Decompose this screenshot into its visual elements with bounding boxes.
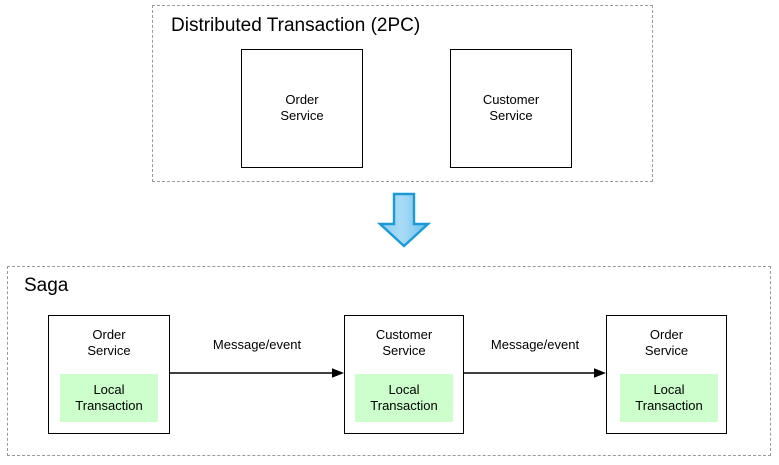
- saga-service-box-label: Order Service: [87, 327, 131, 358]
- local-transaction-badge: Local Transaction: [620, 374, 718, 422]
- local-transaction-badge: Local Transaction: [60, 374, 158, 422]
- saga-service-box-order-service-1[interactable]: Order Service Local Transaction: [48, 315, 170, 434]
- message-arrow-1: [170, 367, 344, 379]
- service-box-customer-service-2pc[interactable]: Customer Service: [450, 49, 572, 168]
- distributed-transaction-group-title: Distributed Transaction (2PC): [171, 15, 421, 36]
- local-transaction-badge: Local Transaction: [355, 374, 453, 422]
- connector-label-1: Message/event: [212, 337, 302, 352]
- message-arrow-2: [464, 367, 606, 379]
- saga-service-box-customer-service[interactable]: Customer Service Local Transaction: [344, 315, 464, 434]
- saga-service-box-label: Order Service: [644, 327, 689, 358]
- down-arrow-icon: [376, 192, 432, 248]
- saga-service-box-label: Customer Service: [375, 327, 433, 358]
- saga-group: [7, 266, 771, 456]
- service-box-order-service-2pc[interactable]: Order Service: [241, 49, 363, 168]
- saga-group-title: Saga: [24, 275, 69, 296]
- service-box-label: Customer Service: [482, 92, 540, 123]
- service-box-label: Order Service: [280, 92, 324, 123]
- saga-service-box-order-service-2[interactable]: Order Service Local Transaction: [606, 315, 727, 434]
- distributed-transaction-group: [152, 5, 653, 182]
- connector-label-2: Message/event: [490, 337, 580, 352]
